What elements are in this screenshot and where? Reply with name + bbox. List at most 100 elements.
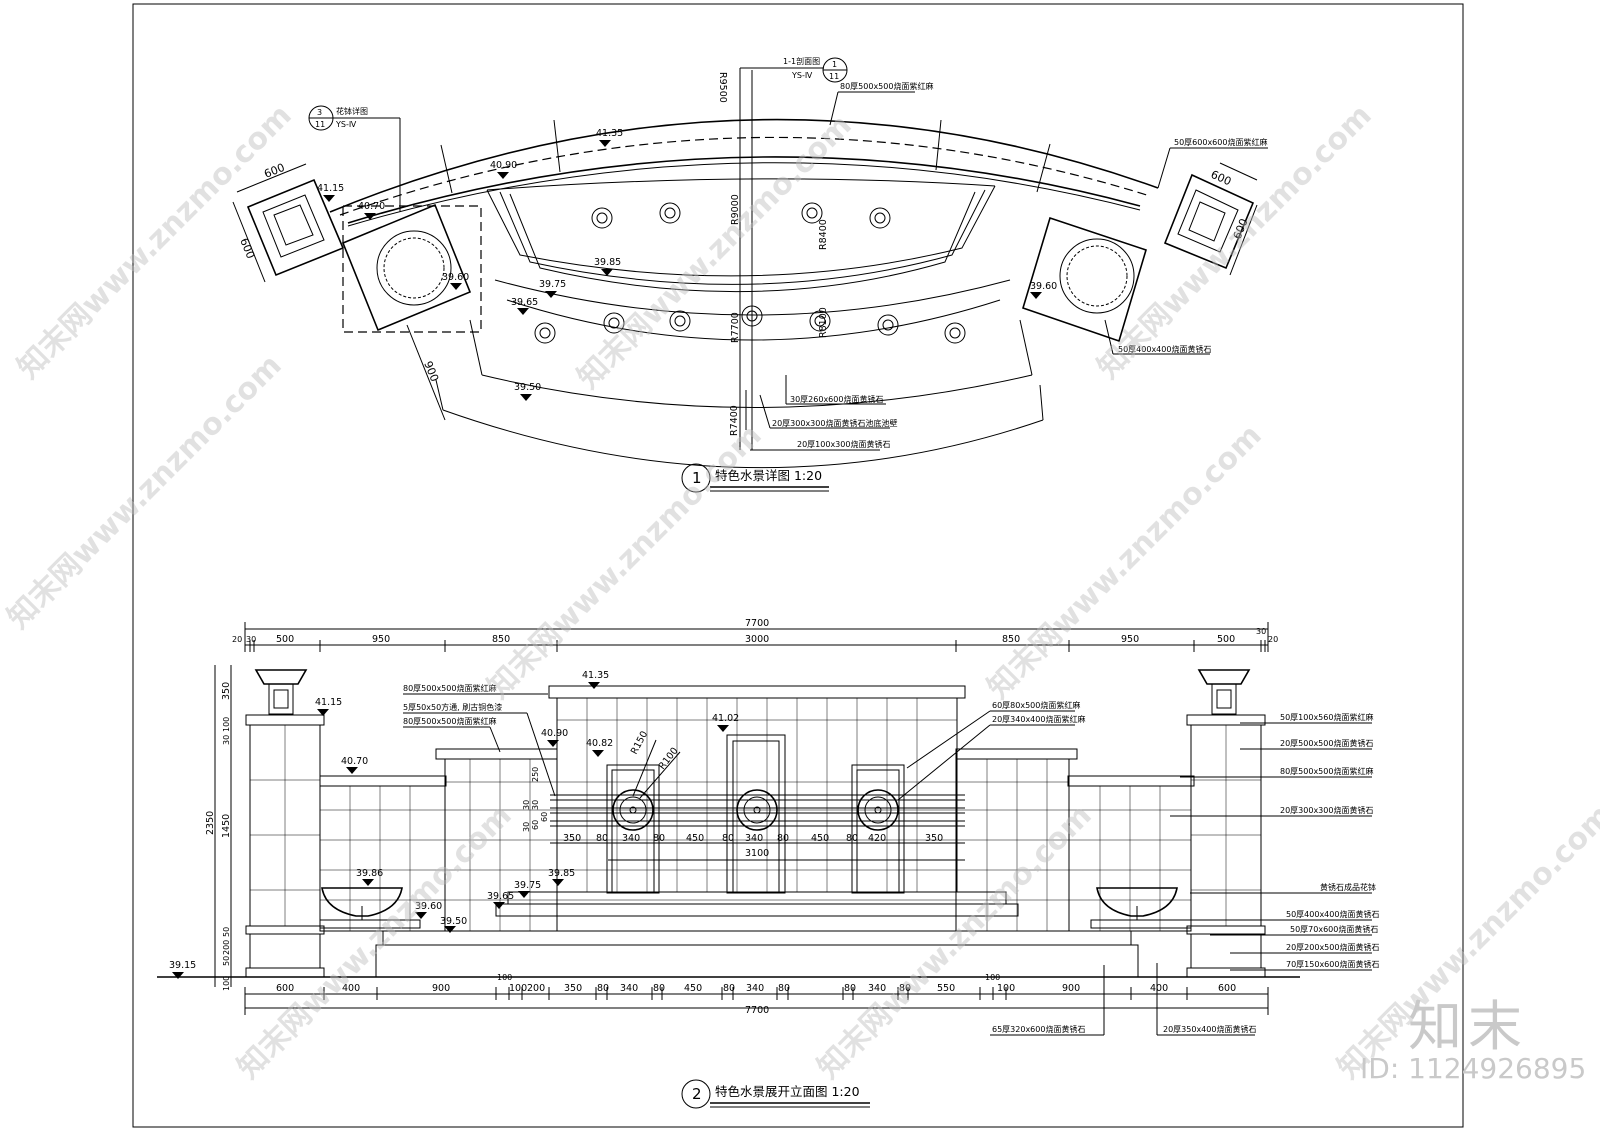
plan-level-1: 41.35: [596, 128, 623, 139]
plan-note-5: 20厚300x300烧面黄锈石池底池壁: [772, 418, 897, 428]
elev-left-dim-6: 50: [222, 956, 231, 966]
elev-title-block: 2 特色水景展开立面图 1:20: [681, 1079, 870, 1109]
elev-level-5: 41.02: [712, 713, 739, 724]
elev-note-right-7: 50厚70x600烧面黄锈石: [1290, 924, 1378, 934]
section-callout-label: 1-1剖面图: [783, 56, 820, 66]
elev-bot-dim-10: 80: [653, 983, 665, 994]
elev-top-dim-10: 30: [1256, 627, 1266, 636]
elevation-view: 7700 20 30 500 950 850 3000 850 950 500 …: [157, 618, 1379, 1109]
elev-bot-dim-20: 100: [997, 983, 1015, 994]
section-callout-ref: YS-Ⅳ: [791, 71, 813, 80]
elev-right-bowl: [1090, 887, 1192, 929]
elev-top-dim-5: 850: [492, 634, 510, 645]
elev-level-12: 39.85: [548, 868, 575, 879]
elev-right-notes: 50厚100x560烧面紫红麻 20厚500x500烧面黄锈石 80厚500x5…: [1170, 712, 1379, 971]
elev-mid-dim-7: 340: [745, 833, 763, 844]
elev-note-bottom-1: 65厚320x600烧面黄锈石: [992, 1024, 1085, 1034]
elev-steps: [320, 891, 1191, 978]
elev-bot-dim-22: 400: [1150, 983, 1168, 994]
plan-radius-r7400: R7400: [729, 405, 740, 436]
elev-note-right-8: 20厚200x500烧面黄锈石: [1286, 942, 1379, 952]
elev-level-6: 40.70: [341, 756, 368, 767]
elev-bot-dim-4: 100: [497, 973, 512, 982]
plan-note-3: 50厚400x400烧面黄锈石: [1118, 344, 1211, 354]
elev-bot-dim-13: 340: [746, 983, 764, 994]
watermark-2: 知末网www.znzmo.com: [571, 108, 859, 396]
plan-note-6: 20厚100x300烧面黄锈石: [797, 439, 890, 449]
elev-top-dim-8: 950: [1121, 634, 1139, 645]
section-callout-bottom: 11: [829, 72, 839, 81]
elev-bot-dim-16: 340: [868, 983, 886, 994]
watermark-4: 知末网www.znzmo.com: [1, 348, 289, 636]
brand-logo: 知末: [1408, 995, 1528, 1058]
plan-level-10: 39.60: [1030, 281, 1057, 292]
elev-level-3: 40.90: [541, 728, 568, 739]
plan-right-pillars: [1022, 173, 1255, 343]
plan-level-3: 41.15: [317, 183, 344, 194]
elev-note-bottom-2: 20厚350x400烧面黄锈石: [1163, 1024, 1256, 1034]
elev-bot-dim-15: 80: [844, 983, 856, 994]
elev-note-right-2: 20厚500x500烧面黄锈石: [1280, 738, 1373, 748]
elev-bot-dim-8: 80: [597, 983, 609, 994]
plan-level-6: 39.85: [594, 257, 621, 268]
elev-top-dim-7: 850: [1002, 634, 1020, 645]
elev-note-mid-2: 20厚340x400烧面紫红麻: [992, 714, 1085, 724]
elev-left-dim-total: 2350: [205, 811, 216, 835]
elev-level-4: 40.82: [586, 738, 613, 749]
plan-view: 41.35 40.90 41.15 40.70 39.60 39.85 39.7…: [232, 56, 1268, 493]
elev-top-dim-6: 3000: [745, 634, 769, 645]
elev-left-dim-5: 50: [222, 927, 231, 937]
elev-top-dim-9: 500: [1217, 634, 1235, 645]
elev-top-dim-4: 950: [372, 634, 390, 645]
plan-level-5: 39.60: [442, 272, 469, 283]
plan-radius-r9500: R9500: [717, 72, 728, 103]
plan-level-markers: [323, 140, 1042, 401]
elev-note-left-2: 5厚50x50方通, 刷古铜色漆: [403, 702, 502, 712]
elev-back-wall: [319, 685, 1195, 932]
elev-bottom-dim-ticks: [244, 987, 1269, 1015]
elev-vsmall-2: 30: [522, 800, 531, 810]
elev-level-9: 39.50: [440, 916, 467, 927]
elev-level-1: 41.35: [582, 670, 609, 681]
resource-id: ID: 1124926895: [1360, 1052, 1587, 1085]
plan-note-2: 50厚600x600烧面紫红麻: [1174, 137, 1267, 147]
plan-level-4: 40.70: [358, 201, 385, 212]
plan-title-block: 1 特色水景详图 1:20: [681, 463, 829, 493]
detail-callout-ref: YS-Ⅳ: [335, 120, 357, 129]
plan-level-8: 39.65: [511, 297, 538, 308]
elev-vsmall-3: 30: [531, 800, 540, 810]
elev-mid-dim-2: 80: [596, 833, 608, 844]
elev-left-dim-3: 30: [222, 735, 231, 745]
elev-bot-dim-3: 900: [432, 983, 450, 994]
plan-left-pillars: [246, 178, 482, 333]
plan-title: 特色水景详图 1:20: [715, 468, 822, 483]
plan-detail-callout: 3 11 花钵详图 YS-Ⅳ: [308, 105, 401, 212]
elev-left-pillar: [245, 669, 325, 978]
elev-note-right-6: 50厚400x400烧面黄锈石: [1286, 909, 1379, 919]
elev-top-dim-2: 30: [246, 635, 256, 644]
elev-mid-dim-5: 450: [686, 833, 704, 844]
plan-dim-1: 600: [262, 161, 286, 181]
elev-top-dim-11: 20: [1268, 635, 1278, 644]
elev-mid-dim-3: 340: [622, 833, 640, 844]
elev-bot-dim-21: 900: [1062, 983, 1080, 994]
elev-bot-dim-17: 80: [899, 983, 911, 994]
elev-note-left-1: 80厚500x500烧面紫红麻: [403, 683, 496, 693]
elev-bot-dim-14: 80: [778, 983, 790, 994]
elev-mid-dim-11: 420: [868, 833, 886, 844]
detail-callout-bottom: 11: [315, 120, 325, 129]
elev-mid-dim-8: 80: [777, 833, 789, 844]
elev-note-right-9: 70厚150x600烧面黄锈石: [1286, 959, 1379, 969]
elev-bot-dim-18: 550: [937, 983, 955, 994]
elev-bot-dim-1: 600: [276, 983, 294, 994]
elev-level-7: 39.86: [356, 868, 383, 879]
detail-callout-label: 花钵详图: [336, 106, 368, 116]
elev-bot-dim-7: 350: [564, 983, 582, 994]
elev-left-dim-2: 100: [222, 717, 231, 732]
elev-level-11: 39.75: [514, 880, 541, 891]
elev-bot-dim-11: 450: [684, 983, 702, 994]
elev-top-dim-ticks: [244, 622, 1269, 652]
plan-radius-r8400: R8400: [818, 219, 829, 250]
watermark-6: 知末网www.znzmo.com: [981, 418, 1269, 706]
